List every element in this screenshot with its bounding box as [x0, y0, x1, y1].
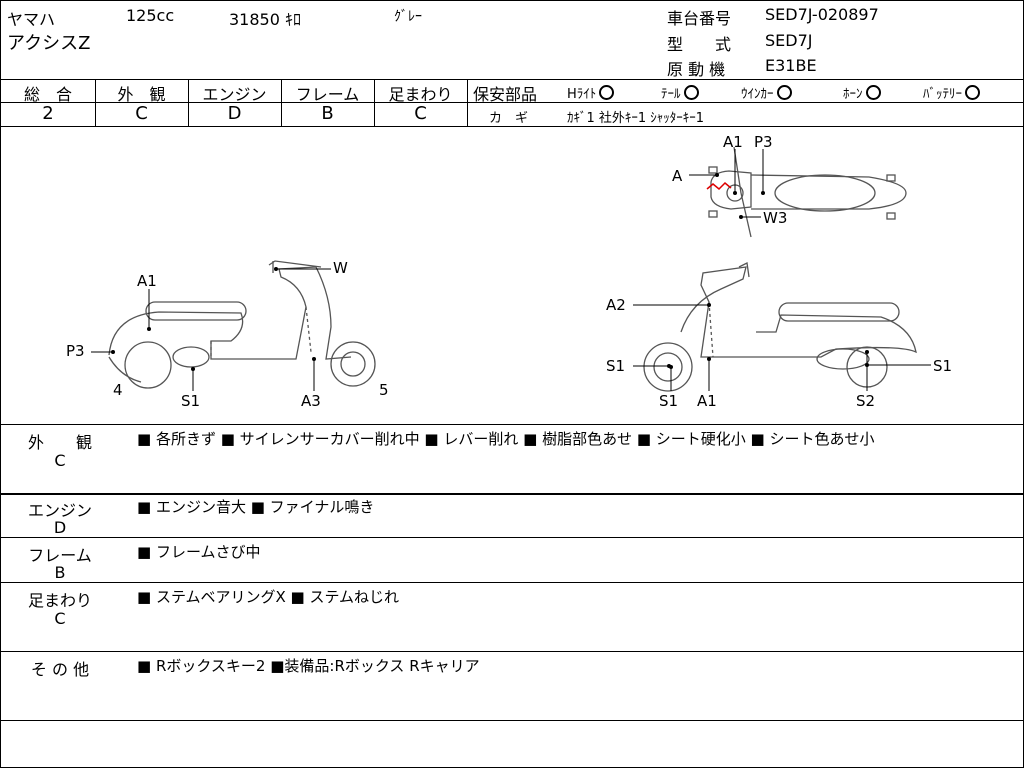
divider: [467, 102, 1023, 103]
divider: [1, 582, 1023, 583]
label-4: 4: [113, 381, 123, 399]
key-label: カ ギ: [489, 111, 529, 126]
exterior-label: 外 観: [117, 85, 166, 104]
divider: [1, 537, 1023, 538]
mileage: 31850 ｷﾛ: [229, 10, 301, 29]
label-p3-top: P3: [754, 133, 773, 151]
label-a2: A2: [606, 296, 626, 314]
divider: [1, 79, 1023, 80]
winker-label: ｳｲﾝｶｰ: [741, 87, 774, 102]
ok-mark-icon: [599, 85, 615, 100]
divider: [1, 126, 1023, 127]
label-a1-right: A1: [697, 392, 717, 410]
suspension-grade: C: [414, 103, 427, 124]
section-suspension-grade: C: [54, 609, 66, 628]
label-p3-left: P3: [66, 342, 85, 360]
divider: [188, 79, 189, 126]
damage-diagram: A1 W P3 4 S1 A3 5 A2 S1 S1 A1 S1 S2 A A1…: [66, 133, 952, 410]
headlight-label: Hﾗｲﾄ: [567, 87, 597, 102]
divider: [1, 424, 1023, 425]
label-a1-top: A1: [723, 133, 743, 151]
section-suspension-label: 足まわり: [27, 591, 92, 610]
overall-label: 総 合: [23, 85, 72, 104]
label-a1-left: A1: [137, 272, 157, 290]
safety-tail: ﾃｰﾙ: [661, 83, 699, 102]
divider: [1, 493, 1023, 495]
frame-grade: B: [321, 103, 334, 124]
safety-label: 保安部品: [473, 85, 538, 104]
tail-label: ﾃｰﾙ: [661, 87, 681, 102]
section-engine-notes: ■ エンジン音大 ■ ファイナル鳴き: [137, 498, 375, 516]
engine-grade-label: エンジン: [202, 85, 267, 104]
section-exterior-label: 外 観: [27, 433, 92, 452]
type-value: SED7J: [765, 31, 813, 50]
exterior-grade: C: [135, 103, 148, 124]
ok-mark-icon: [776, 85, 792, 100]
key-list: ｶｷﾞ1 社外ｷｰ1 ｼｬｯﾀｰｷｰ1: [567, 111, 705, 126]
section-frame-label: フレーム: [28, 546, 92, 565]
leader-dots: [111, 173, 869, 371]
model-name: アクシスZ: [7, 33, 91, 54]
divider: [1, 651, 1023, 652]
suspension-grade-label: 足まわり: [388, 85, 453, 104]
divider: [467, 79, 468, 126]
type-label: 型 式: [667, 35, 732, 54]
section-exterior-grade: C: [54, 451, 66, 470]
divider: [1, 102, 467, 103]
divider: [95, 79, 96, 126]
safety-headlight: Hﾗｲﾄ: [567, 83, 615, 102]
section-exterior-notes: ■ 各所きず ■ サイレンサーカバー削れ中 ■ レバー削れ ■ 樹脂部色あせ ■…: [137, 430, 875, 448]
displacement: 125cc: [126, 6, 175, 25]
label-s1-right-b: S1: [659, 392, 678, 410]
section-frame-notes: ■ フレームさび中: [137, 543, 261, 561]
horn-label: ﾎｰﾝ: [843, 87, 863, 102]
engine-label: 原 動 機: [667, 60, 726, 79]
frame-no-label: 車台番号: [667, 9, 732, 28]
ok-mark-icon: [865, 85, 881, 100]
label-w3: W3: [763, 209, 787, 227]
section-suspension-notes: ■ ステムベアリングX ■ ステムねじれ: [137, 588, 400, 606]
label-a-top: A: [672, 167, 683, 185]
section-engine-label: エンジン: [27, 501, 92, 520]
divider: [374, 79, 375, 126]
divider: [281, 79, 282, 126]
label-s1-left: S1: [181, 392, 200, 410]
color: ｸﾞﾚｰ: [394, 9, 422, 25]
divider: [1, 720, 1023, 721]
section-other-label: そ の 他: [30, 660, 90, 679]
label-s1-right-c: S1: [933, 357, 952, 375]
label-s2: S2: [856, 392, 875, 410]
scooter-right-view: [643, 262, 917, 392]
safety-horn: ﾎｰﾝ: [843, 83, 881, 102]
overall-grade: 2: [42, 103, 54, 124]
label-w: W: [333, 259, 348, 277]
ok-mark-icon: [683, 85, 699, 100]
section-frame-grade: B: [54, 563, 66, 582]
engine-grade: D: [227, 103, 242, 124]
frame-grade-label: フレーム: [295, 85, 360, 104]
battery-label: ﾊﾞｯﾃﾘｰ: [923, 87, 962, 102]
label-5: 5: [379, 381, 389, 399]
section-other-notes: ■ Rボックスキー2 ■装備品:Rボックス Rキャリア: [137, 657, 480, 675]
engine-value: E31BE: [765, 56, 817, 75]
frame-no: SED7J-020897: [765, 5, 879, 24]
scooter-top-view: [708, 146, 907, 238]
scooter-left-view: [108, 260, 376, 389]
leader-lines: [91, 149, 931, 391]
label-s1-right-a: S1: [606, 357, 625, 375]
damage-mark: [706, 181, 732, 191]
ok-mark-icon: [965, 85, 980, 100]
safety-winker: ｳｲﾝｶｰ: [741, 83, 792, 102]
safety-battery: ﾊﾞｯﾃﾘｰ: [923, 83, 980, 102]
section-engine-grade: D: [53, 518, 67, 537]
maker: ヤマハ: [7, 10, 56, 29]
label-a3: A3: [301, 392, 321, 410]
